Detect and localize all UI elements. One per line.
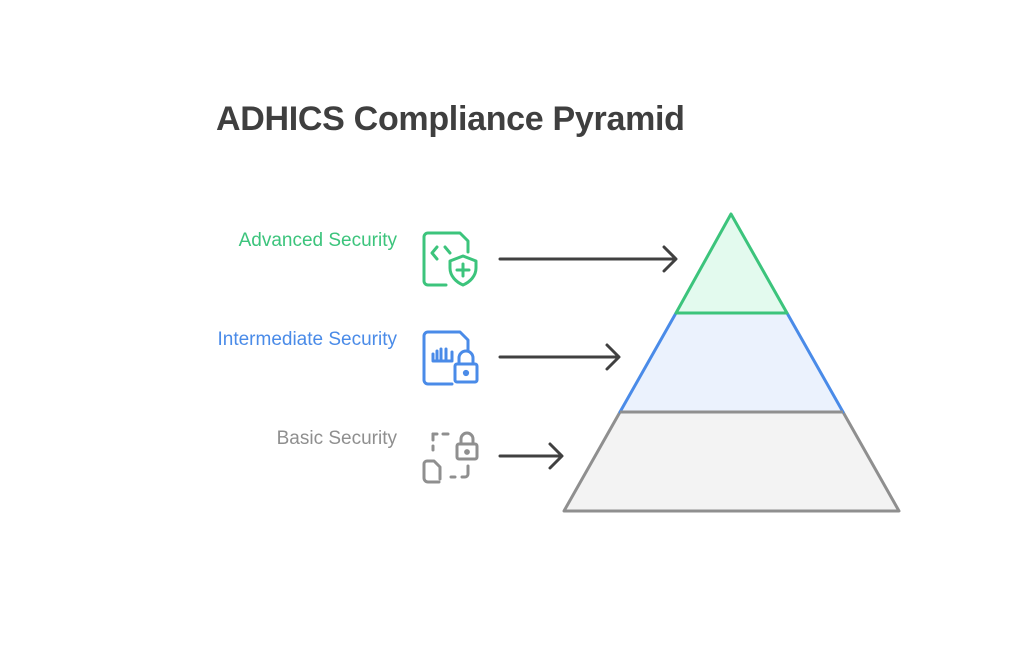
dashed-file-lock-icon <box>422 431 479 484</box>
arrow-intermediate <box>498 343 621 371</box>
pyramid-level-advanced <box>674 212 789 315</box>
label-advanced-security: Advanced Security <box>238 230 397 251</box>
diagram-title: ADHICS Compliance Pyramid <box>216 100 685 138</box>
label-basic-security: Basic Security <box>276 428 397 449</box>
pyramid-level-intermediate <box>618 311 845 414</box>
arrow-basic <box>498 442 564 470</box>
code-file-shield-plus-icon <box>422 231 478 287</box>
arrow-advanced <box>498 245 678 273</box>
chart-file-lock-icon <box>422 330 479 386</box>
pyramid-level-basic <box>562 410 901 513</box>
label-intermediate-security: Intermediate Security <box>217 329 397 350</box>
